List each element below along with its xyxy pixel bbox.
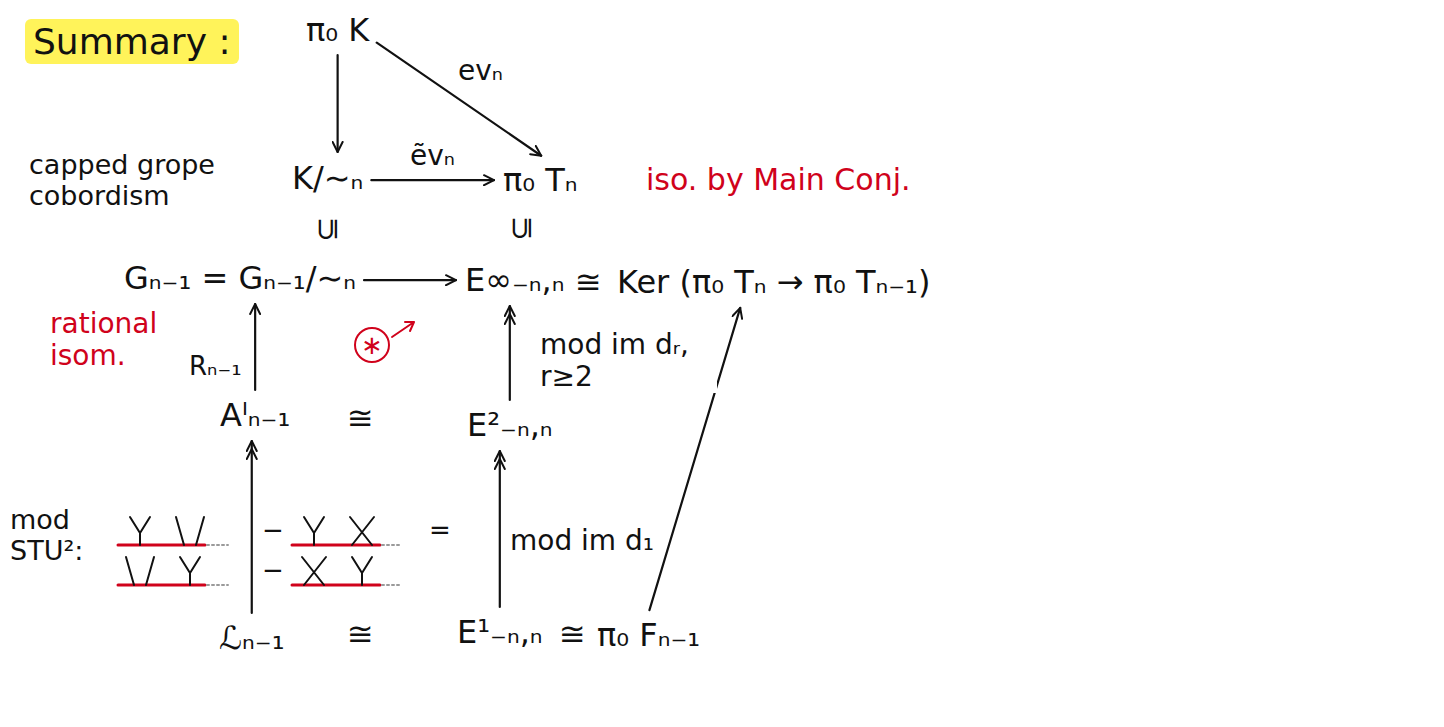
label-text: ⊆: [309, 217, 344, 242]
label-text: rational isom.: [50, 307, 157, 372]
red-note: rational isom.: [50, 308, 180, 372]
label-text: −: [262, 555, 284, 585]
arrow-connector: [377, 43, 541, 156]
math-term: Ker (π₀ Tₙ → π₀ Tₙ₋₁): [612, 260, 935, 304]
label-text: ≅: [347, 399, 374, 437]
minus-sign: −: [262, 556, 284, 586]
arrow-label: ẽvₙ: [408, 140, 457, 172]
label-text: −: [262, 515, 284, 545]
arrow-label: mod im d₁: [508, 525, 656, 557]
arrow-label: evₙ: [456, 55, 505, 87]
red-baseline: [118, 545, 380, 585]
arrow-connector: [499, 451, 501, 607]
math-term: E¹₋ₙ,ₙ: [452, 610, 548, 654]
annotation-circle: [355, 328, 389, 362]
math-term: K/∼ₙ: [287, 156, 368, 200]
tree-diagram: [304, 517, 374, 545]
arrow-connector: [337, 55, 339, 152]
inclusion-symbol: ⊆: [310, 217, 345, 242]
node-text: π₀ Tₙ: [503, 160, 578, 200]
isomorphism-symbol: ≅: [347, 400, 374, 437]
node-text: ℒₙ₋₁: [219, 618, 285, 658]
label-text: capped grope cobordism: [29, 149, 215, 211]
isomorphism-symbol: ≅: [559, 616, 586, 653]
math-term: Aᴵₙ₋₁: [215, 393, 295, 437]
arrow-label-text: Rₙ₋₁: [189, 351, 242, 381]
label-text: iso. by Main Conj.: [646, 162, 911, 197]
node-text: E²₋ₙ,ₙ: [467, 405, 553, 445]
arrow-label-text: ẽvₙ: [410, 139, 455, 172]
math-term: E²₋ₙ,ₙ: [462, 403, 558, 447]
node-text: Gₙ₋₁ = Gₙ₋₁/∼ₙ: [124, 258, 356, 298]
math-term: π₀ K: [301, 8, 374, 52]
arrow-label-text: mod im dᵣ, r≥2: [540, 328, 689, 393]
node-text: π₀ Fₙ₋₁: [597, 615, 700, 655]
annotation-arrow: [392, 322, 414, 337]
arrow-connector: [364, 279, 456, 281]
arrow-label: Rₙ₋₁: [187, 352, 244, 382]
label-text: mod STU²:: [10, 504, 83, 566]
math-term: E∞₋ₙ,ₙ: [460, 258, 569, 302]
isomorphism-symbol: ≅: [575, 264, 602, 301]
node-text: E∞₋ₙ,ₙ: [465, 260, 564, 300]
isomorphism-symbol: ≅: [347, 616, 374, 653]
arrow-label-text: evₙ: [458, 54, 503, 87]
summary-heading: Summary :: [25, 19, 239, 64]
arrow-label-text: mod im d₁: [510, 524, 654, 557]
arrow-connector: [371, 179, 494, 181]
inclusion-symbol: ⊆: [504, 216, 539, 241]
arrow-connector: [251, 441, 253, 613]
math-term: π₀ Fₙ₋₁: [592, 613, 705, 657]
label-text: ≅: [559, 615, 586, 653]
label-text: Summary :: [33, 21, 231, 62]
math-term: Gₙ₋₁ = Gₙ₋₁/∼ₙ: [119, 256, 361, 300]
node-text: Aᴵₙ₋₁: [220, 395, 290, 435]
node-text: Ker (π₀ Tₙ → π₀ Tₙ₋₁): [617, 262, 930, 302]
node-text: π₀ K: [306, 10, 369, 50]
tree-diagram: [130, 517, 204, 545]
tree-diagram: [126, 557, 200, 585]
arrow-connector: [254, 304, 256, 390]
label-text: =: [429, 515, 451, 545]
label-text: ∗: [361, 330, 383, 360]
arrow-connector: [509, 306, 511, 400]
label-text: ⊆: [503, 216, 538, 241]
tree-diagram: [302, 557, 372, 585]
red-note: iso. by Main Conj.: [646, 163, 911, 198]
equals-sign: =: [429, 516, 451, 546]
arrow-label: mod im dᵣ, r≥2: [538, 329, 717, 393]
math-term: π₀ Tₙ: [498, 158, 583, 202]
node-text: E¹₋ₙ,ₙ: [457, 612, 543, 652]
side-note: capped grope cobordism: [29, 149, 261, 211]
label-text: ≅: [575, 263, 602, 301]
minus-sign: −: [262, 516, 284, 546]
node-text: K/∼ₙ: [292, 158, 363, 198]
label-text: ≅: [347, 615, 374, 653]
math-term: ℒₙ₋₁: [214, 616, 290, 660]
star-mark: ∗: [361, 331, 383, 361]
dotted-baseline: [207, 545, 402, 585]
side-note: mod STU²:: [10, 504, 110, 566]
